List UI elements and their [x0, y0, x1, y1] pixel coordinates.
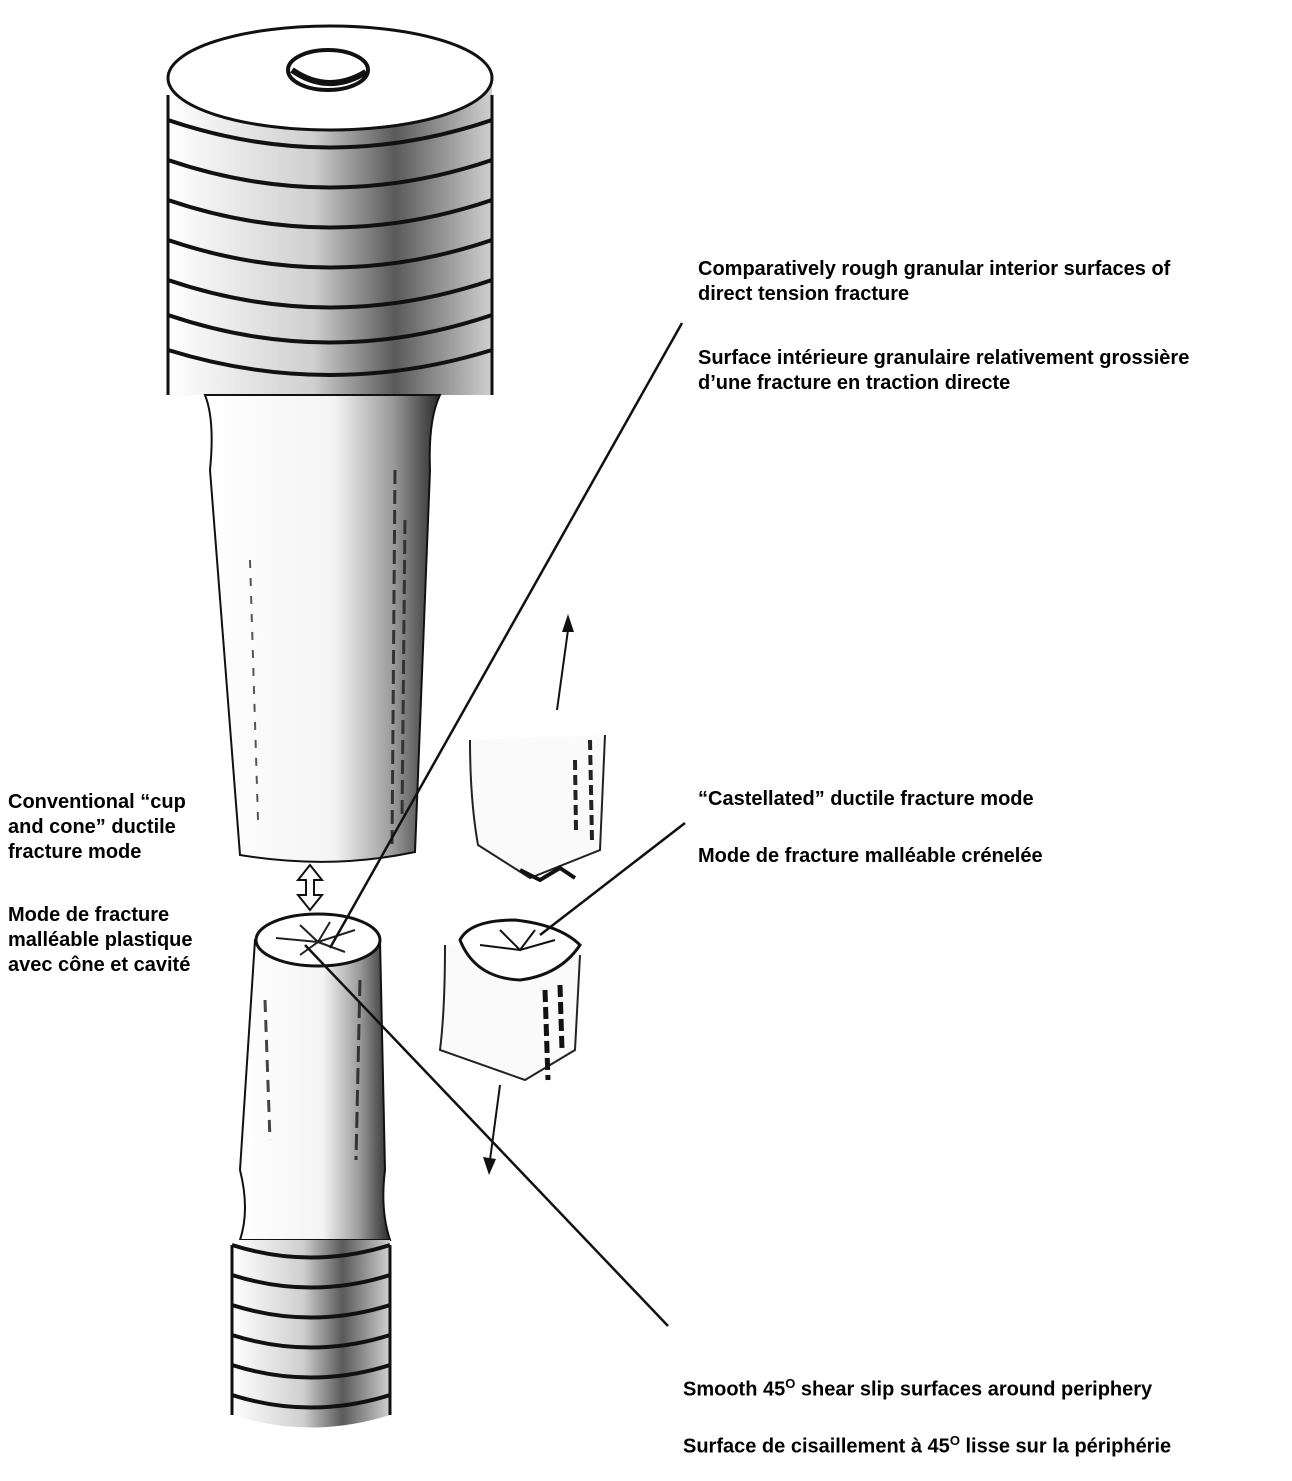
castellated-upper-fragment	[470, 735, 605, 880]
lower-bolt-fragment	[232, 914, 390, 1428]
castellated-label-fr-line: Mode de fracture malléable crénelée	[698, 844, 1043, 869]
cup-cone-label-en: Conventional “cup and cone” ductile frac…	[8, 790, 186, 865]
upper-bolt-fragment	[168, 26, 492, 862]
tension-label-fr-line2: d’une fracture en traction directe	[698, 371, 1189, 396]
shear-label-fr: Surface de cisaillement à 45O lisse sur …	[683, 1428, 1171, 1460]
shear-label-fr-degree: O	[950, 1433, 960, 1448]
castellated-label-fr: Mode de fracture malléable crénelée	[698, 844, 1043, 869]
cup-cone-label-en-line3: fracture mode	[8, 840, 186, 865]
lower-thread	[232, 1240, 390, 1428]
castellated-label-en: “Castellated” ductile fracture mode	[698, 787, 1034, 812]
cup-cone-label-fr: Mode de fracture malléable plastique ave…	[8, 903, 193, 978]
lower-shank	[240, 940, 390, 1240]
tension-label-en: Comparatively rough granular interior su…	[698, 257, 1170, 307]
castellated-label-en-line: “Castellated” ductile fracture mode	[698, 787, 1034, 812]
cup-cone-label-en-line2: and cone” ductile	[8, 815, 186, 840]
shear-label-fr-pre: Surface de cisaillement à 45	[683, 1436, 950, 1458]
separation-double-arrow-icon	[298, 865, 322, 910]
upper-shank	[205, 395, 440, 862]
upper-head-top	[168, 26, 492, 130]
cup-cone-label-fr-line3: avec cône et cavité	[8, 953, 193, 978]
shear-label-en-pre: Smooth 45	[683, 1379, 785, 1401]
cup-cone-label-fr-line2: malléable plastique	[8, 928, 193, 953]
cup-cone-label-en-line1: Conventional “cup	[8, 790, 186, 815]
tension-label-en-line2: direct tension fracture	[698, 282, 1170, 307]
tension-label-fr: Surface intérieure granulaire relativeme…	[698, 346, 1189, 396]
down-arrow-icon	[483, 1085, 500, 1175]
shear-label-en-degree: O	[785, 1376, 795, 1391]
shear-label-fr-post: lisse sur la périphérie	[960, 1436, 1171, 1458]
up-arrow-icon	[557, 614, 574, 710]
tension-label-fr-line1: Surface intérieure granulaire relativeme…	[698, 346, 1189, 371]
tension-label-en-line1: Comparatively rough granular interior su…	[698, 257, 1170, 282]
shear-label-en: Smooth 45O shear slip surfaces around pe…	[683, 1371, 1152, 1403]
cup-cone-label-fr-line1: Mode de fracture	[8, 903, 193, 928]
shear-label-en-post: shear slip surfaces around periphery	[795, 1379, 1152, 1401]
castellated-lower-fragment	[440, 920, 580, 1080]
